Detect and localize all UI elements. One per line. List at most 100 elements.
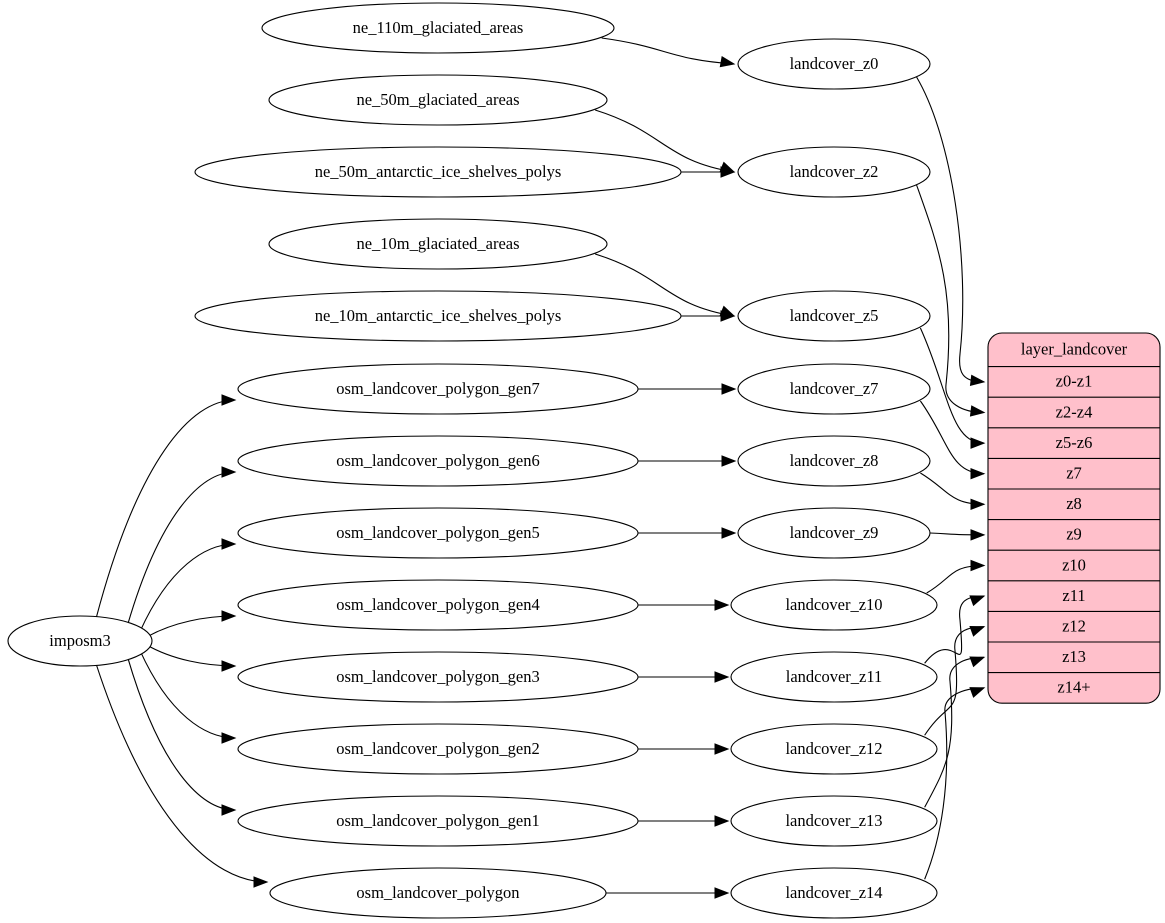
node-label: ne_50m_antarctic_ice_shelves_polys — [315, 162, 562, 181]
node-landcover_z10[interactable]: landcover_z10 — [730, 579, 938, 631]
landcover-view-node-ellipse — [730, 795, 938, 847]
node-osm_landcover_polygon_gen3[interactable]: osm_landcover_polygon_gen3 — [237, 651, 639, 703]
edge-arrowhead — [719, 55, 736, 68]
landcover-view-node-ellipse — [730, 651, 938, 703]
table-row-z2-z4[interactable]: z2-z4 — [1056, 402, 1093, 421]
edge-arrowhead — [714, 743, 730, 755]
nodes-layer: imposm3 ne_110m_glaciated_areas ne_50m_gla… — [7, 2, 938, 919]
table-header-row[interactable]: layer_landcover — [1021, 340, 1128, 359]
edge-imposm3-to-osm_landcover_polygon_gen7 — [95, 399, 236, 618]
edge-ne_50m_glaciated_areas-to-landcover_z2 — [595, 109, 735, 173]
edge-imposm3-to-osm_landcover_polygon — [95, 664, 268, 883]
edge-arrowhead — [221, 660, 237, 672]
node-label: imposm3 — [49, 631, 110, 650]
node-imposm3[interactable]: imposm3 — [7, 615, 153, 667]
node-landcover_z0[interactable]: landcover_z0 — [737, 38, 931, 90]
node-ne_10m_glaciated_areas[interactable]: ne_10m_glaciated_areas — [268, 218, 608, 270]
node-label: ne_10m_antarctic_ice_shelves_polys — [315, 306, 562, 325]
node-landcover_z14[interactable]: landcover_z14 — [730, 867, 938, 919]
node-osm_landcover_polygon_gen6[interactable]: osm_landcover_polygon_gen6 — [237, 435, 639, 487]
table-row-z13[interactable]: z13 — [1062, 647, 1086, 666]
edge-landcover_z0-to-table-z0-z1 — [916, 76, 985, 383]
node-label: osm_landcover_polygon_gen5 — [336, 523, 539, 542]
edge-arrowhead — [969, 405, 986, 417]
edge-arrowhead — [970, 437, 986, 449]
table-row-z11[interactable]: z11 — [1062, 586, 1085, 605]
edge-landcover_z10-to-table-z10 — [926, 564, 985, 594]
natural-earth-table-node-ellipse — [261, 2, 615, 54]
table-row-z9[interactable]: z9 — [1066, 525, 1082, 544]
node-landcover_z11[interactable]: landcover_z11 — [730, 651, 938, 703]
osm-table-node-ellipse — [237, 507, 639, 559]
edge-arrowhead — [221, 610, 237, 622]
edge-arrowhead — [714, 887, 730, 899]
edge-imposm3-to-osm_landcover_polygon_gen2 — [139, 650, 236, 739]
edge-arrowhead — [970, 498, 986, 511]
node-landcover_z8[interactable]: landcover_z8 — [737, 435, 931, 487]
edge-arrowhead — [720, 310, 736, 322]
table-header-label: layer_landcover — [1021, 340, 1128, 359]
node-osm_landcover_polygon_gen7[interactable]: osm_landcover_polygon_gen7 — [237, 363, 639, 415]
node-label: osm_landcover_polygon_gen3 — [336, 667, 539, 686]
source-node-ellipse — [7, 615, 153, 667]
table-row-label: z8 — [1066, 494, 1082, 513]
node-label: osm_landcover_polygon_gen6 — [336, 451, 539, 470]
table-outline — [987, 332, 1161, 704]
landcover-view-node-ellipse — [737, 435, 931, 487]
osm-table-node-ellipse — [237, 795, 639, 847]
node-label: osm_landcover_polygon_gen4 — [336, 595, 539, 614]
node-label: osm_landcover_polygon — [356, 883, 519, 902]
edge-arrowhead — [253, 876, 269, 888]
node-label: osm_landcover_polygon_gen1 — [336, 811, 539, 830]
node-landcover_z13[interactable]: landcover_z13 — [730, 795, 938, 847]
table-row-z8[interactable]: z8 — [1066, 494, 1082, 513]
node-label: landcover_z10 — [785, 595, 882, 614]
edge-arrowhead — [714, 815, 730, 827]
landcover-view-node-ellipse — [737, 363, 931, 415]
node-label: landcover_z11 — [786, 667, 883, 686]
table-row-z12[interactable]: z12 — [1062, 616, 1086, 635]
node-landcover_z5[interactable]: landcover_z5 — [737, 290, 931, 342]
landcover-view-node-ellipse — [730, 579, 938, 631]
node-landcover_z12[interactable]: landcover_z12 — [730, 723, 938, 775]
edge-arrowhead — [221, 394, 237, 406]
table-row-label: z10 — [1062, 555, 1086, 574]
edge-landcover_z5-to-table-z5-z6 — [919, 327, 985, 444]
landcover-view-node-ellipse — [730, 723, 938, 775]
landcover-view-node-ellipse — [730, 867, 938, 919]
node-ne_50m_antarctic_ice_shelves_polys[interactable]: ne_50m_antarctic_ice_shelves_polys — [194, 146, 682, 198]
node-ne_10m_antarctic_ice_shelves_polys[interactable]: ne_10m_antarctic_ice_shelves_polys — [194, 290, 682, 342]
table-row-label: z5-z6 — [1056, 433, 1093, 452]
table-row-label: z9 — [1066, 525, 1082, 544]
node-ne_50m_glaciated_areas[interactable]: ne_50m_glaciated_areas — [268, 74, 608, 126]
table-row-z7[interactable]: z7 — [1066, 463, 1082, 482]
node-label: landcover_z8 — [790, 451, 879, 470]
node-label: ne_110m_glaciated_areas — [353, 18, 524, 37]
table-row-z5-z6[interactable]: z5-z6 — [1056, 433, 1093, 452]
node-osm_landcover_polygon_gen1[interactable]: osm_landcover_polygon_gen1 — [237, 795, 639, 847]
table-row-z14+[interactable]: z14+ — [1057, 678, 1090, 697]
node-label: ne_10m_glaciated_areas — [356, 234, 519, 253]
node-osm_landcover_polygon_gen2[interactable]: osm_landcover_polygon_gen2 — [237, 723, 639, 775]
node-osm_landcover_polygon[interactable]: osm_landcover_polygon — [269, 867, 607, 919]
edge-imposm3-to-osm_landcover_polygon_gen1 — [127, 657, 236, 811]
osm-table-node-ellipse — [237, 363, 639, 415]
node-landcover_z9[interactable]: landcover_z9 — [737, 507, 931, 559]
table-row-label: z2-z4 — [1056, 402, 1093, 421]
table-row-label: z7 — [1066, 463, 1082, 482]
table-row-label: z14+ — [1057, 678, 1090, 697]
node-landcover_z7[interactable]: landcover_z7 — [737, 363, 931, 415]
edge-arrowhead — [714, 599, 730, 611]
node-label: landcover_z0 — [790, 54, 879, 73]
node-landcover_z2[interactable]: landcover_z2 — [737, 146, 931, 198]
natural-earth-table-node-ellipse — [194, 146, 682, 198]
node-osm_landcover_polygon_gen5[interactable]: osm_landcover_polygon_gen5 — [237, 507, 639, 559]
table-row-z0-z1[interactable]: z0-z1 — [1056, 372, 1093, 391]
edge-arrowhead — [221, 732, 237, 744]
table-row-z10[interactable]: z10 — [1062, 555, 1086, 574]
node-ne_110m_glaciated_areas[interactable]: ne_110m_glaciated_areas — [261, 2, 615, 54]
edge-ne_10m_glaciated_areas-to-landcover_z5 — [595, 253, 735, 317]
node-osm_landcover_polygon_gen4[interactable]: osm_landcover_polygon_gen4 — [237, 579, 639, 631]
edge-arrowhead — [721, 383, 737, 395]
